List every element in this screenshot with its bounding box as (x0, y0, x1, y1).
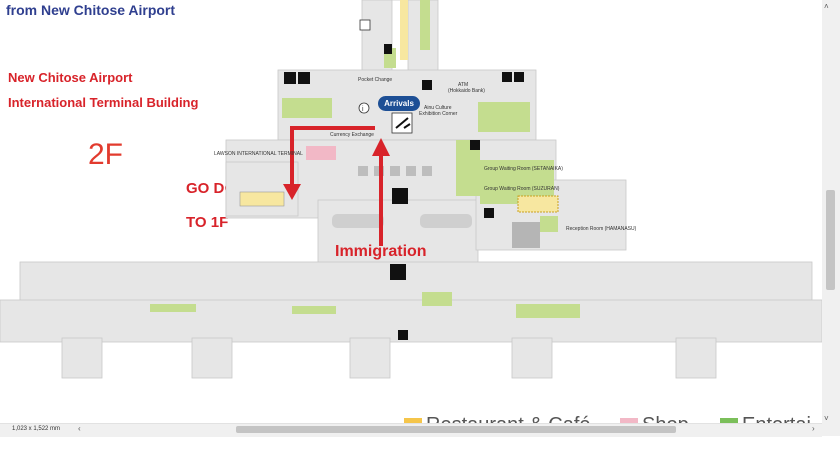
go-down-label-line2: TO 1F (186, 214, 229, 231)
label-ainu-1: Ainu Culture (424, 105, 452, 111)
stairs-icon (484, 208, 494, 218)
label-atm-bank: (Hokkaido Bank) (448, 88, 485, 94)
label-lawson: LAWSON INTERNATIONAL TERMINAL (214, 151, 303, 157)
label-atm: ATM (458, 82, 469, 88)
svg-text:i: i (362, 106, 364, 113)
legend-swatch-restaurant (404, 418, 422, 423)
airplane-icon (391, 112, 413, 134)
legend-swatch-shop (620, 418, 638, 423)
bench-left (332, 214, 384, 228)
label-pocket-change: Pocket Change (358, 77, 393, 83)
terminal-name-line2: International Terminal Building (8, 95, 199, 110)
legend-swatch-entertainment (720, 418, 738, 423)
floor-label: 2F (88, 138, 124, 171)
floor-map: i (0, 0, 822, 423)
elevator-icon (398, 330, 408, 340)
image-dimensions: 1,023 x 1,522 mm (12, 426, 61, 432)
go-down-arrow (283, 126, 375, 200)
label-room-suzuran: Group Waiting Room (SUZURAN) (484, 186, 560, 192)
lower-floor-connector (239, 191, 285, 207)
escalator-icon (384, 44, 392, 54)
horizontal-scrollbar-thumb[interactable] (236, 426, 676, 433)
dark-block (512, 222, 540, 248)
toilet-icon (502, 72, 524, 82)
scroll-left-arrow-icon[interactable]: ‹ (78, 424, 81, 433)
label-reception-room: Reception Room (HAMANASU) (566, 226, 637, 232)
atm-icon (422, 80, 432, 90)
elevator-icon (359, 19, 371, 31)
immigration-label: Immigration (335, 243, 427, 260)
toilet-icon (284, 72, 310, 84)
arrivals-badge: Arrivals (378, 96, 420, 111)
scroll-right-arrow-icon[interactable]: › (812, 424, 815, 433)
page-header: from New Chitose Airport (6, 2, 176, 18)
toilet-icon (470, 140, 480, 150)
scroll-up-arrow-icon[interactable]: ˄ (824, 2, 829, 11)
terminal-name-line1: New Chitose Airport (8, 70, 133, 85)
immigration-arrow (372, 138, 390, 246)
label-room-setanaika: Group Waiting Room (SETANAIKA) (484, 166, 563, 172)
yellow-area (400, 0, 408, 60)
hatched-room (517, 195, 559, 213)
label-ainu-2: Exhibition Corner (419, 111, 458, 117)
immigration-officer-icon (390, 264, 406, 280)
info-icon: i (358, 102, 370, 114)
scroll-down-arrow-icon[interactable]: ˅ (824, 414, 829, 423)
floor-plan (0, 0, 822, 379)
vertical-scrollbar-thumb[interactable] (826, 190, 835, 290)
bench-right (420, 214, 472, 228)
shop-area (306, 146, 336, 160)
label-currency-exchange: Currency Exchange (330, 132, 374, 138)
immigration-officer-icon (392, 188, 408, 204)
